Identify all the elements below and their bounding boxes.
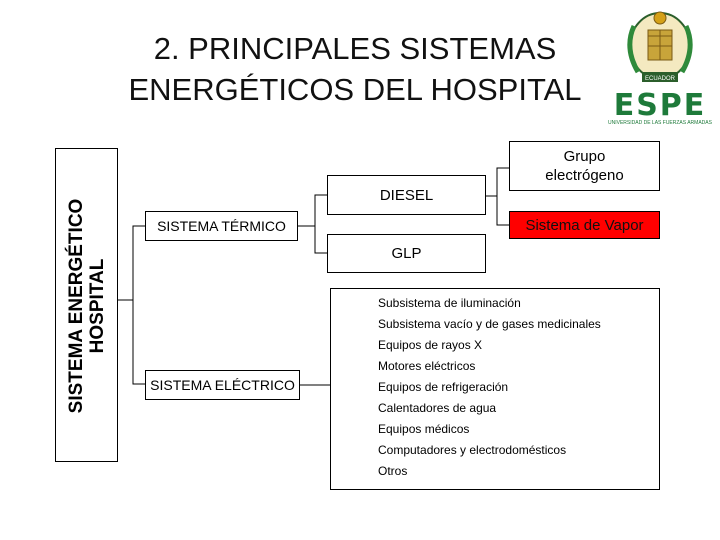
- list-item: Calentadores de agua: [378, 401, 497, 415]
- coat-of-arms-icon: ECUADOR: [627, 11, 693, 82]
- list-item: Equipos médicos: [378, 422, 470, 436]
- electrical-system-node: SISTEMA ELÉCTRICO: [145, 370, 300, 400]
- electrical-loads-list: Subsistema de iluminación Subsistema vac…: [330, 288, 660, 490]
- diesel-label: DIESEL: [379, 186, 434, 204]
- connector-thermal-bracket: [132, 225, 145, 385]
- connector-fuel-bracket: [314, 194, 327, 254]
- electrical-system-label: SISTEMA ELÉCTRICO: [150, 377, 295, 393]
- connector-diesel-bracket: [496, 167, 509, 226]
- glp-label: GLP: [391, 245, 422, 262]
- page-title-line2: ENERGÉTICOS DEL HOSPITAL: [128, 72, 582, 107]
- list-item: Otros: [378, 464, 408, 478]
- thermal-system-label: SISTEMA TÉRMICO: [157, 218, 286, 234]
- list-item: Subsistema vacío y de gases medicinales: [378, 317, 601, 331]
- logo-text: ESPE: [613, 88, 707, 123]
- list-item: Equipos de refrigeración: [378, 380, 509, 394]
- steam-system-label: Sistema de Vapor: [525, 216, 644, 234]
- generator-line2: electrógeno: [545, 167, 624, 184]
- espe-logo: ECUADOR ESPE UNIVERSIDAD DE LAS FUERZAS …: [604, 6, 716, 126]
- list-item: Computadores y electrodomésticos: [378, 443, 567, 457]
- list-item: Equipos de rayos X: [378, 338, 483, 352]
- thermal-system-node: SISTEMA TÉRMICO: [145, 211, 298, 241]
- page-title: 2. PRINCIPALES SISTEMAS ENERGÉTICOS DEL …: [110, 28, 600, 110]
- generator-line1: Grupo: [563, 148, 606, 165]
- steam-system-node: Sistema de Vapor: [509, 211, 660, 239]
- list-item: Motores eléctricos: [378, 359, 476, 373]
- root-system-box: SISTEMA ENERGÉTICO HOSPITAL: [55, 148, 118, 462]
- root-system-label: SISTEMA ENERGÉTICO HOSPITAL: [66, 156, 108, 456]
- generator-node: Grupo electrógeno: [509, 141, 660, 191]
- logo-subtext: UNIVERSIDAD DE LAS FUERZAS ARMADAS: [608, 120, 712, 126]
- diesel-node: DIESEL: [327, 175, 486, 215]
- root-system-line2: HOSPITAL: [87, 258, 108, 354]
- electrical-loads-items: Subsistema de iluminación Subsistema vac…: [331, 289, 659, 482]
- list-item: Subsistema de iluminación: [378, 296, 521, 310]
- glp-node: GLP: [327, 234, 486, 273]
- logo-ribbon-text: ECUADOR: [645, 76, 676, 82]
- page-title-line1: 2. PRINCIPALES SISTEMAS: [153, 31, 557, 66]
- root-system-line1: SISTEMA ENERGÉTICO: [66, 198, 87, 414]
